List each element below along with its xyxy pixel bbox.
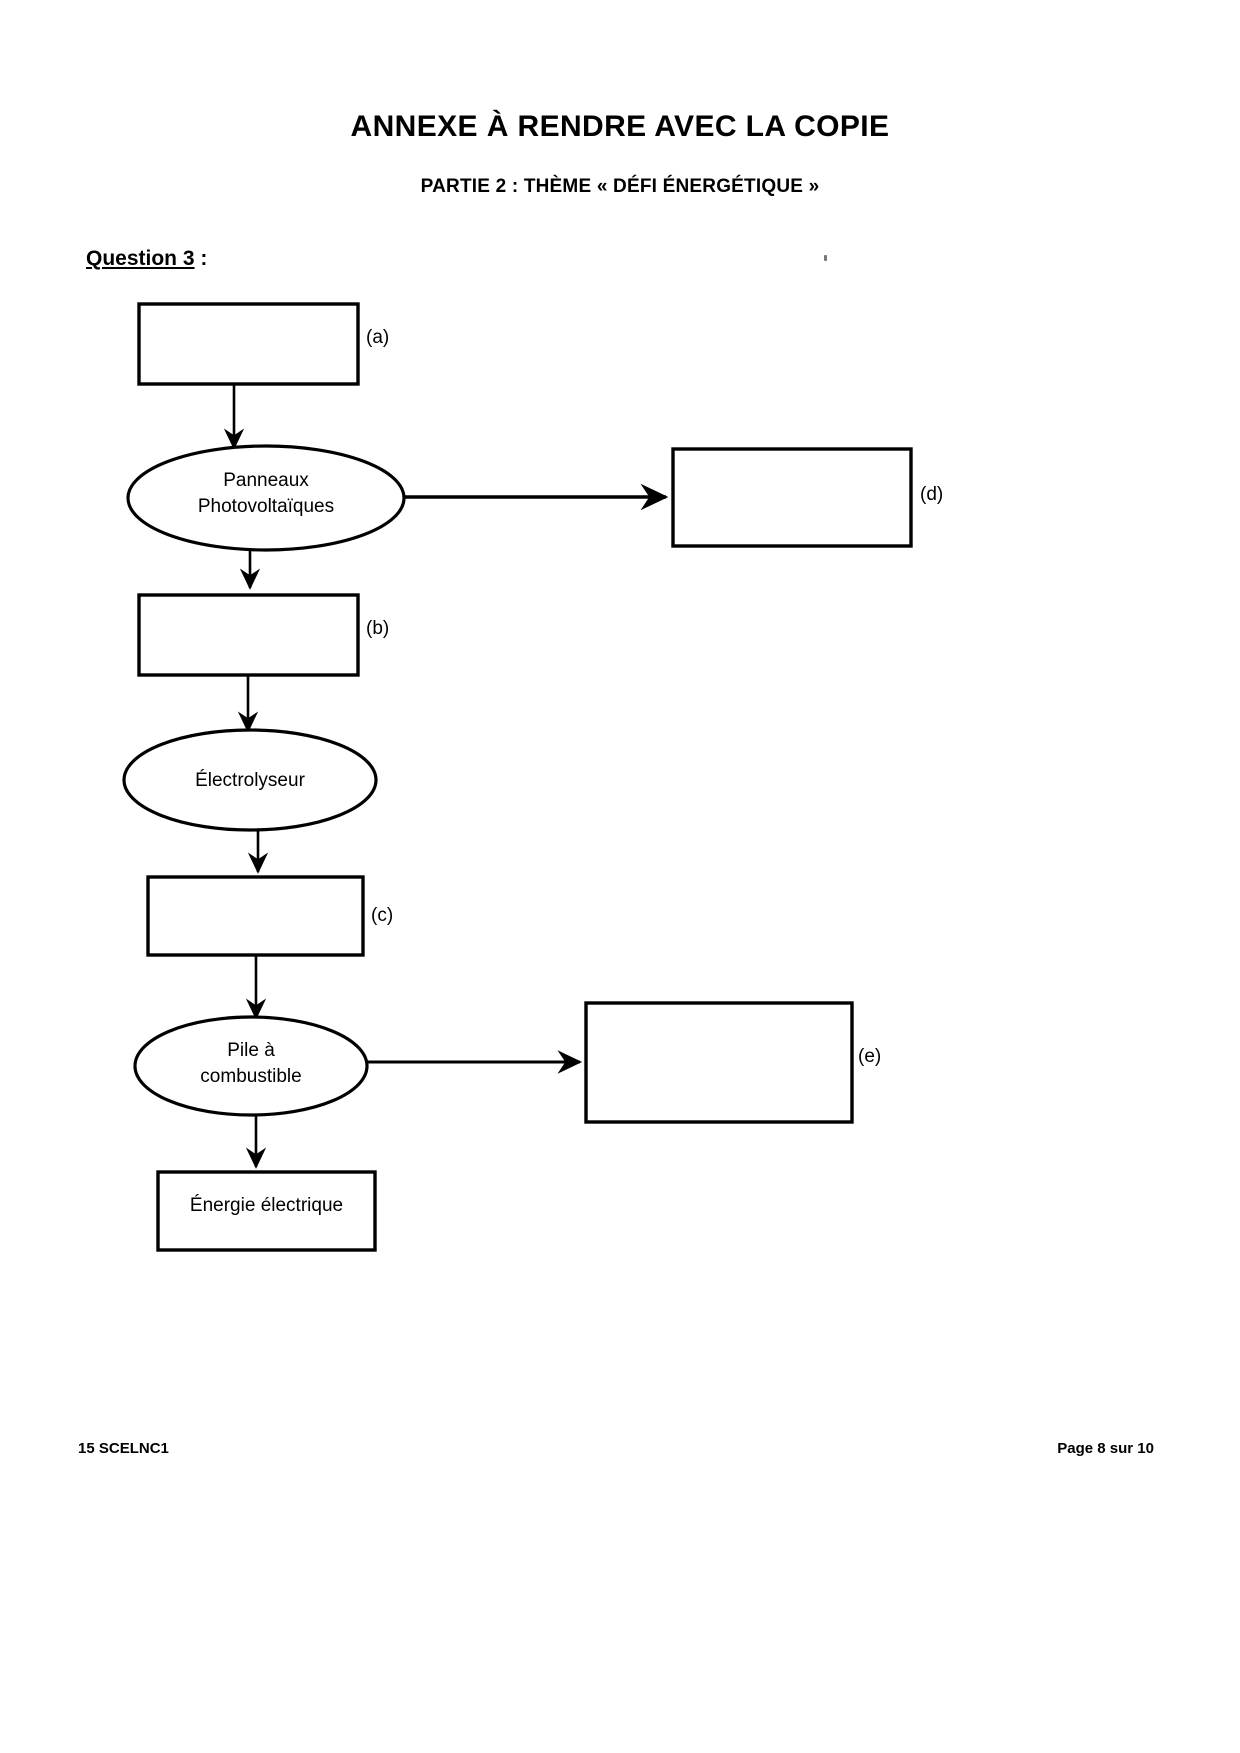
node-box-c — [146, 875, 365, 957]
question-label: Question 3 — [86, 247, 195, 270]
footer-reference: 15 SCELNC1 — [78, 1440, 169, 1457]
node-box-a — [137, 302, 360, 386]
tag-label-d: (d) — [920, 484, 944, 505]
node-box-b — [137, 593, 360, 677]
node-label-electrolyseur: Électrolyseur — [195, 770, 305, 791]
tag-label-e: (e) — [858, 1046, 882, 1067]
tag-label-a: (a) — [366, 327, 390, 348]
question-colon: : — [194, 247, 208, 270]
node-label-pile: Pile à combustible — [200, 1040, 302, 1087]
tag-label-c: (c) — [371, 905, 394, 926]
scan-speck — [824, 255, 827, 261]
node-label-panneaux: Panneaux Photovoltaïques — [197, 470, 335, 517]
tag-label-b: (b) — [366, 618, 390, 639]
node-box-d — [671, 447, 913, 548]
question-heading: Question 3 : — [86, 247, 207, 271]
node-label-energie: Énergie électrique — [189, 1195, 344, 1216]
page-subtitle: PARTIE 2 : THÈME « DÉFI ÉNERGÉTIQUE » — [420, 176, 820, 197]
page-title: ANNEXE À RENDRE AVEC LA COPIE — [350, 110, 890, 143]
node-box-e — [584, 1001, 854, 1124]
footer-page-number: Page 8 sur 10 — [1057, 1440, 1154, 1457]
